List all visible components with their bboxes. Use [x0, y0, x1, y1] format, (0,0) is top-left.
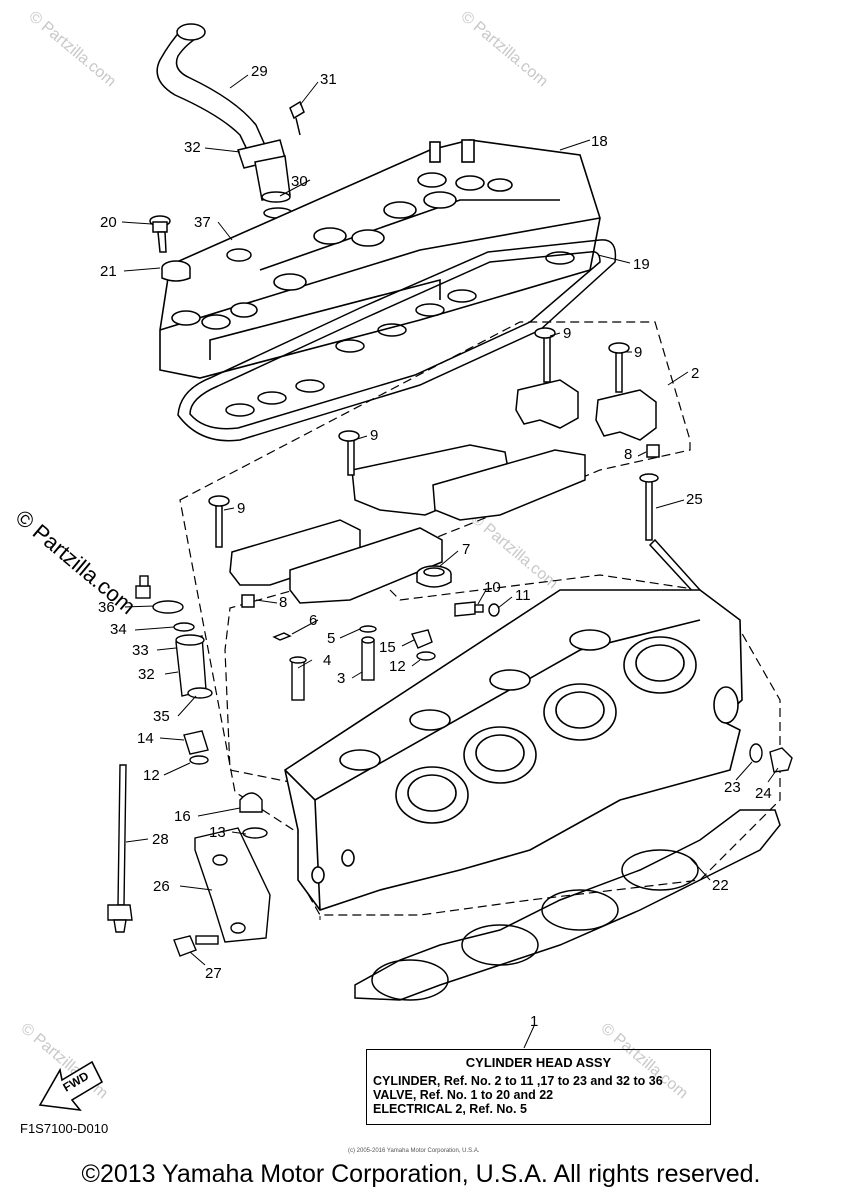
watermark-center: © Partzilla.com [467, 510, 561, 592]
callout-19: 20 [100, 214, 117, 231]
callout-4: 4 [323, 652, 331, 669]
cylinder-head-gasket [354, 809, 781, 1001]
callout-18: 19 [633, 256, 650, 273]
callout-5: 5 [327, 630, 335, 647]
callout-20: 21 [100, 263, 117, 280]
callout-10: 10 [484, 579, 501, 596]
callout-16: 16 [174, 808, 191, 825]
head-cover-gasket [177, 239, 617, 442]
callout-26: 27 [205, 965, 222, 982]
callout-12a: 12 [389, 658, 406, 675]
bolts-washers [411, 601, 500, 661]
callout-17: 18 [591, 133, 608, 150]
fwd-arrow-icon [38, 1060, 104, 1112]
copyright-notice: ©2013 Yamaha Motor Corporation, U.S.A. A… [81, 1160, 761, 1188]
callout-31: 32 [184, 139, 201, 156]
cylinder-head-body [284, 589, 743, 911]
callout-1: 1 [530, 1013, 538, 1030]
legend-box: CYLINDER HEAD ASSY CYLINDER, Ref. No. 2 … [366, 1049, 711, 1125]
camshaft-caps [208, 327, 701, 608]
watermark-top-right: © Partzilla.com [457, 8, 551, 90]
callout-30: 31 [320, 71, 337, 88]
left-side-parts [135, 575, 268, 839]
callout-29: 30 [291, 173, 308, 190]
callout-22: 23 [724, 779, 741, 796]
callout-24: 25 [686, 491, 703, 508]
cover-fasteners [149, 215, 252, 282]
callout-15: 15 [379, 639, 396, 656]
watermark-top-left: © Partzilla.com [25, 8, 119, 90]
oil-filler-cap [416, 565, 452, 588]
callout-7: 7 [462, 541, 470, 558]
callout-8b: 8 [279, 594, 287, 611]
callout-25: 26 [153, 878, 170, 895]
callout-9b: 9 [634, 344, 642, 361]
bracket-assembly [107, 764, 271, 957]
callout-21: 22 [712, 877, 729, 894]
callout-32: 32 [138, 666, 155, 683]
callout-33: 33 [132, 642, 149, 659]
callout-8a: 8 [624, 446, 632, 463]
document-code: F1S7100-D010 [20, 1121, 109, 1136]
callout-36: 36 [98, 599, 115, 616]
leader-lines [121, 74, 779, 1049]
breather-hose-assembly [156, 23, 305, 219]
callout-12b: 12 [143, 767, 160, 784]
callout-27: 28 [152, 831, 169, 848]
callout-28: 29 [251, 63, 268, 80]
callout-11: 11 [515, 587, 531, 604]
drain-plug [749, 743, 793, 773]
callout-35: 35 [153, 708, 170, 725]
callout-37: 37 [194, 214, 211, 231]
fwd-arrow: FWD [38, 1060, 104, 1112]
legend-line-2: VALVE, Ref. No. 1 to 20 and 22 [373, 1088, 554, 1102]
callout-labels: 29 31 32 18 30 20 37 21 19 9 9 2 9 8 25 … [98, 63, 772, 1030]
callout-9a: 9 [563, 325, 571, 342]
legend-line-3: ELECTRICAL 2, Ref. No. 5 [373, 1102, 527, 1116]
callout-14: 14 [137, 730, 154, 747]
callout-13: 13 [209, 824, 226, 841]
cylinder-head-cover [159, 139, 601, 379]
valve-parts [272, 625, 377, 701]
callout-3: 3 [337, 670, 345, 687]
watermark-left-main: © Partzilla.com [11, 505, 141, 619]
callout-2: 2 [691, 365, 699, 382]
tiny-copyright: (c) 2005-2016 Yamaha Motor Corporation, … [348, 1148, 480, 1154]
callout-6: 6 [309, 612, 317, 629]
callout-23: 24 [755, 785, 772, 802]
legend-line-1: CYLINDER, Ref. No. 2 to 11 ,17 to 23 and… [373, 1074, 663, 1088]
callout-9c: 9 [370, 427, 378, 444]
callout-34: 34 [110, 621, 127, 638]
legend-title: CYLINDER HEAD ASSY [465, 1055, 612, 1070]
callout-9d: 9 [237, 500, 245, 517]
